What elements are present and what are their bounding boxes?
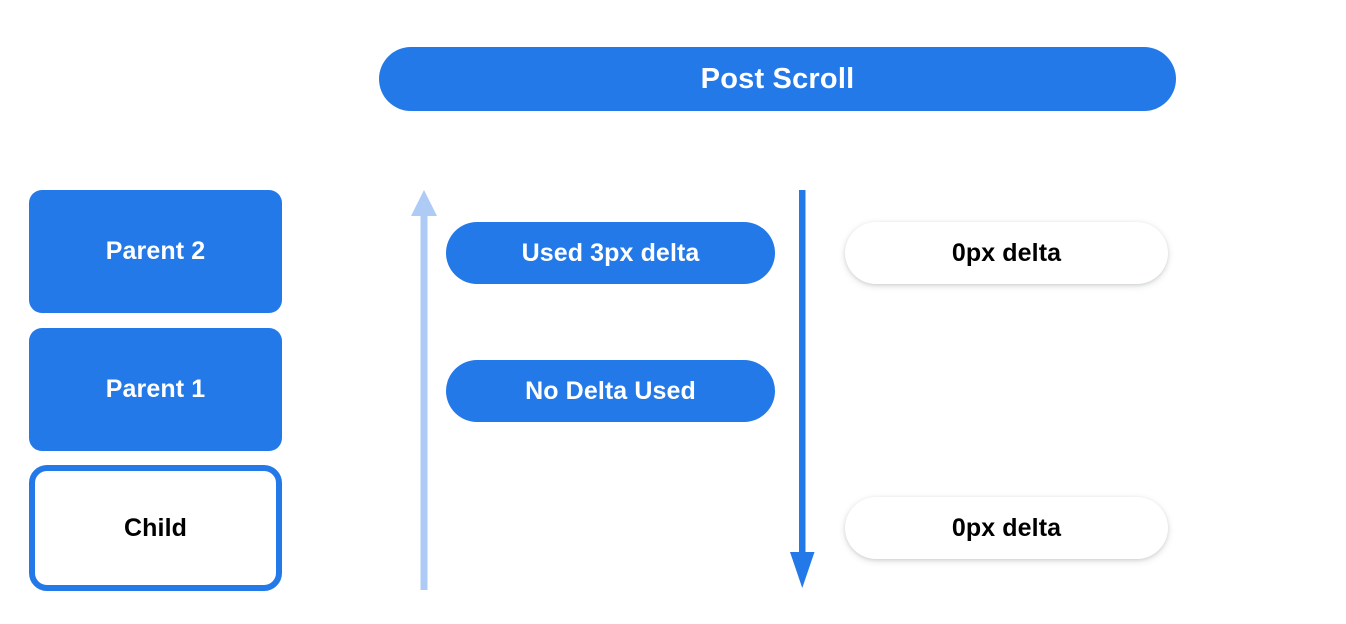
box-parent-2-label: Parent 2 (105, 237, 206, 265)
pill-zero-delta-top: 0px delta (845, 222, 1168, 284)
box-child: Child (29, 465, 282, 591)
down-arrow-icon (790, 190, 815, 588)
pill-used-3px-delta: Used 3px delta (446, 222, 775, 284)
post-scroll-header-label: Post Scroll (700, 62, 855, 95)
pill-no-delta-used-label: No Delta Used (525, 376, 696, 405)
pill-zero-delta-bottom-label: 0px delta (951, 513, 1062, 542)
pill-zero-delta-top-label: 0px delta (951, 238, 1062, 267)
up-arrow-icon (411, 190, 437, 590)
post-scroll-header: Post Scroll (379, 47, 1176, 111)
box-parent-2: Parent 2 (29, 190, 282, 313)
pill-no-delta-used: No Delta Used (446, 360, 775, 422)
pill-used-3px-delta-label: Used 3px delta (521, 238, 700, 267)
box-child-label: Child (124, 513, 187, 542)
box-parent-1: Parent 1 (29, 328, 282, 451)
pill-zero-delta-bottom: 0px delta (845, 497, 1168, 559)
box-parent-1-label: Parent 1 (105, 375, 206, 403)
